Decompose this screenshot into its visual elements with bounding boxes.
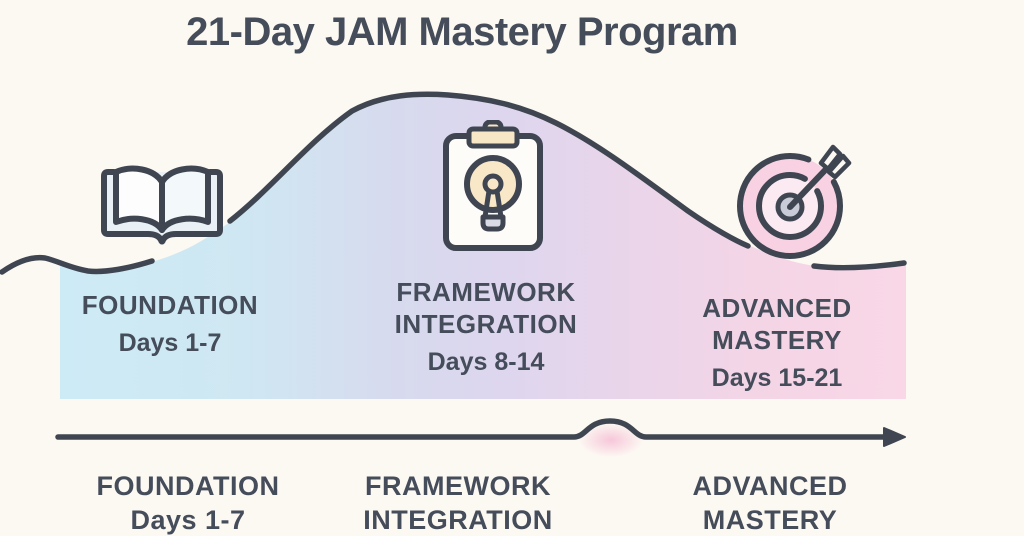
- target-arrow-icon: [737, 144, 852, 259]
- timeline-label-framework: FRAMEWORK INTEGRATION: [318, 469, 598, 536]
- timeline-label-line2: Days 1-7: [130, 505, 246, 535]
- wave-outline-left: [0, 254, 155, 275]
- phase-days: Days 15-21: [711, 364, 843, 392]
- phase-label-foundation: FOUNDATION Days 1-7: [30, 289, 310, 359]
- phase-name: FRAMEWORK: [396, 277, 576, 307]
- timeline-label-line1: FOUNDATION: [96, 471, 280, 501]
- phase-name: ADVANCED: [702, 293, 852, 323]
- timeline-label-line1: FRAMEWORK: [365, 471, 551, 501]
- timeline-bump-glow: [579, 423, 643, 457]
- timeline-label-foundation: FOUNDATION Days 1-7: [48, 469, 328, 536]
- open-book-icon: [101, 165, 223, 245]
- page-title: 21-Day JAM Mastery Program: [186, 10, 738, 54]
- phase-label-framework-integration: FRAMEWORK INTEGRATION Days 8-14: [346, 276, 626, 378]
- timeline-label-line2: INTEGRATION: [363, 505, 553, 535]
- wave-outline-right: [811, 260, 907, 271]
- timeline-axis: [55, 418, 889, 440]
- clipboard-lightbulb-icon: [443, 120, 543, 251]
- timeline-label-advanced: ADVANCED MASTERY: [630, 469, 910, 536]
- phase-label-advanced-mastery: ADVANCED MASTERY Days 15-21: [637, 292, 917, 394]
- timeline-arrowhead-icon: [883, 427, 906, 447]
- phase-name-line2: INTEGRATION: [394, 309, 578, 339]
- wave-outline-center: [227, 91, 751, 249]
- timeline-label-line1: ADVANCED: [692, 471, 848, 501]
- phase-name: FOUNDATION: [81, 290, 259, 320]
- phase-days: Days 1-7: [118, 329, 222, 357]
- phase-name-line2: MASTERY: [712, 325, 842, 355]
- phase-days: Days 8-14: [427, 348, 545, 376]
- timeline-label-line2: MASTERY: [702, 505, 838, 535]
